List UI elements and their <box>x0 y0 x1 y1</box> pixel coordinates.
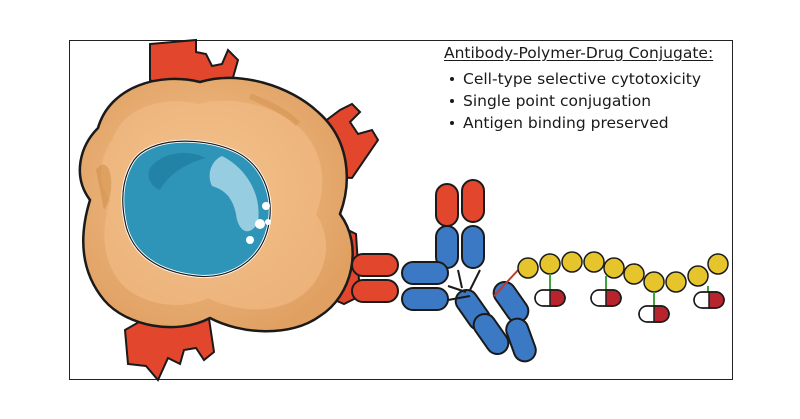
drug-capsule-icon <box>590 289 622 307</box>
antibody-icon <box>351 179 537 363</box>
cell-icon <box>78 76 354 333</box>
list-item: Single point conjugation <box>444 90 734 112</box>
drug-capsule-icon <box>693 291 725 309</box>
drug-capsule-icon <box>534 289 566 307</box>
list-item-text: Single point conjugation <box>463 92 652 110</box>
diagram-title: Antibody-Polymer-Drug Conjugate: <box>444 44 714 62</box>
list-item-text: Cell-type selective cytotoxicity <box>463 70 702 88</box>
bullet-icon <box>450 99 454 103</box>
conjugation-linker <box>493 267 521 297</box>
bullet-icon <box>450 77 454 81</box>
list-item: Cell-type selective cytotoxicity <box>444 68 734 90</box>
drug-capsule-icon <box>638 305 670 323</box>
list-item-text: Antigen binding preserved <box>463 114 669 132</box>
hinge-lines <box>447 269 481 301</box>
list-item: Antigen binding preserved <box>444 112 734 134</box>
drug-linker <box>549 274 709 306</box>
caption-block: Antibody-Polymer-Drug Conjugate: Cell-ty… <box>444 44 734 134</box>
bullet-icon <box>450 121 454 125</box>
feature-list: Cell-type selective cytotoxicity Single … <box>444 68 734 134</box>
